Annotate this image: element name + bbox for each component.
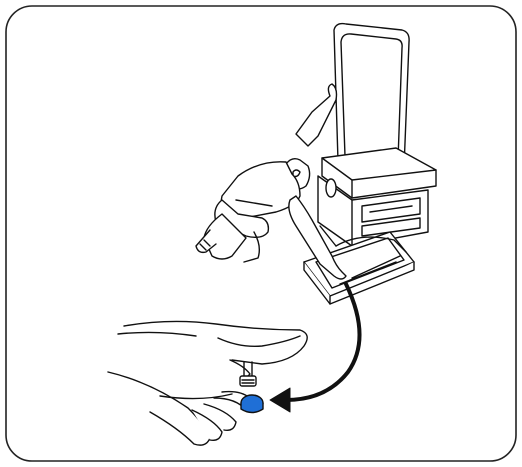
- instruction-illustration: [0, 0, 522, 467]
